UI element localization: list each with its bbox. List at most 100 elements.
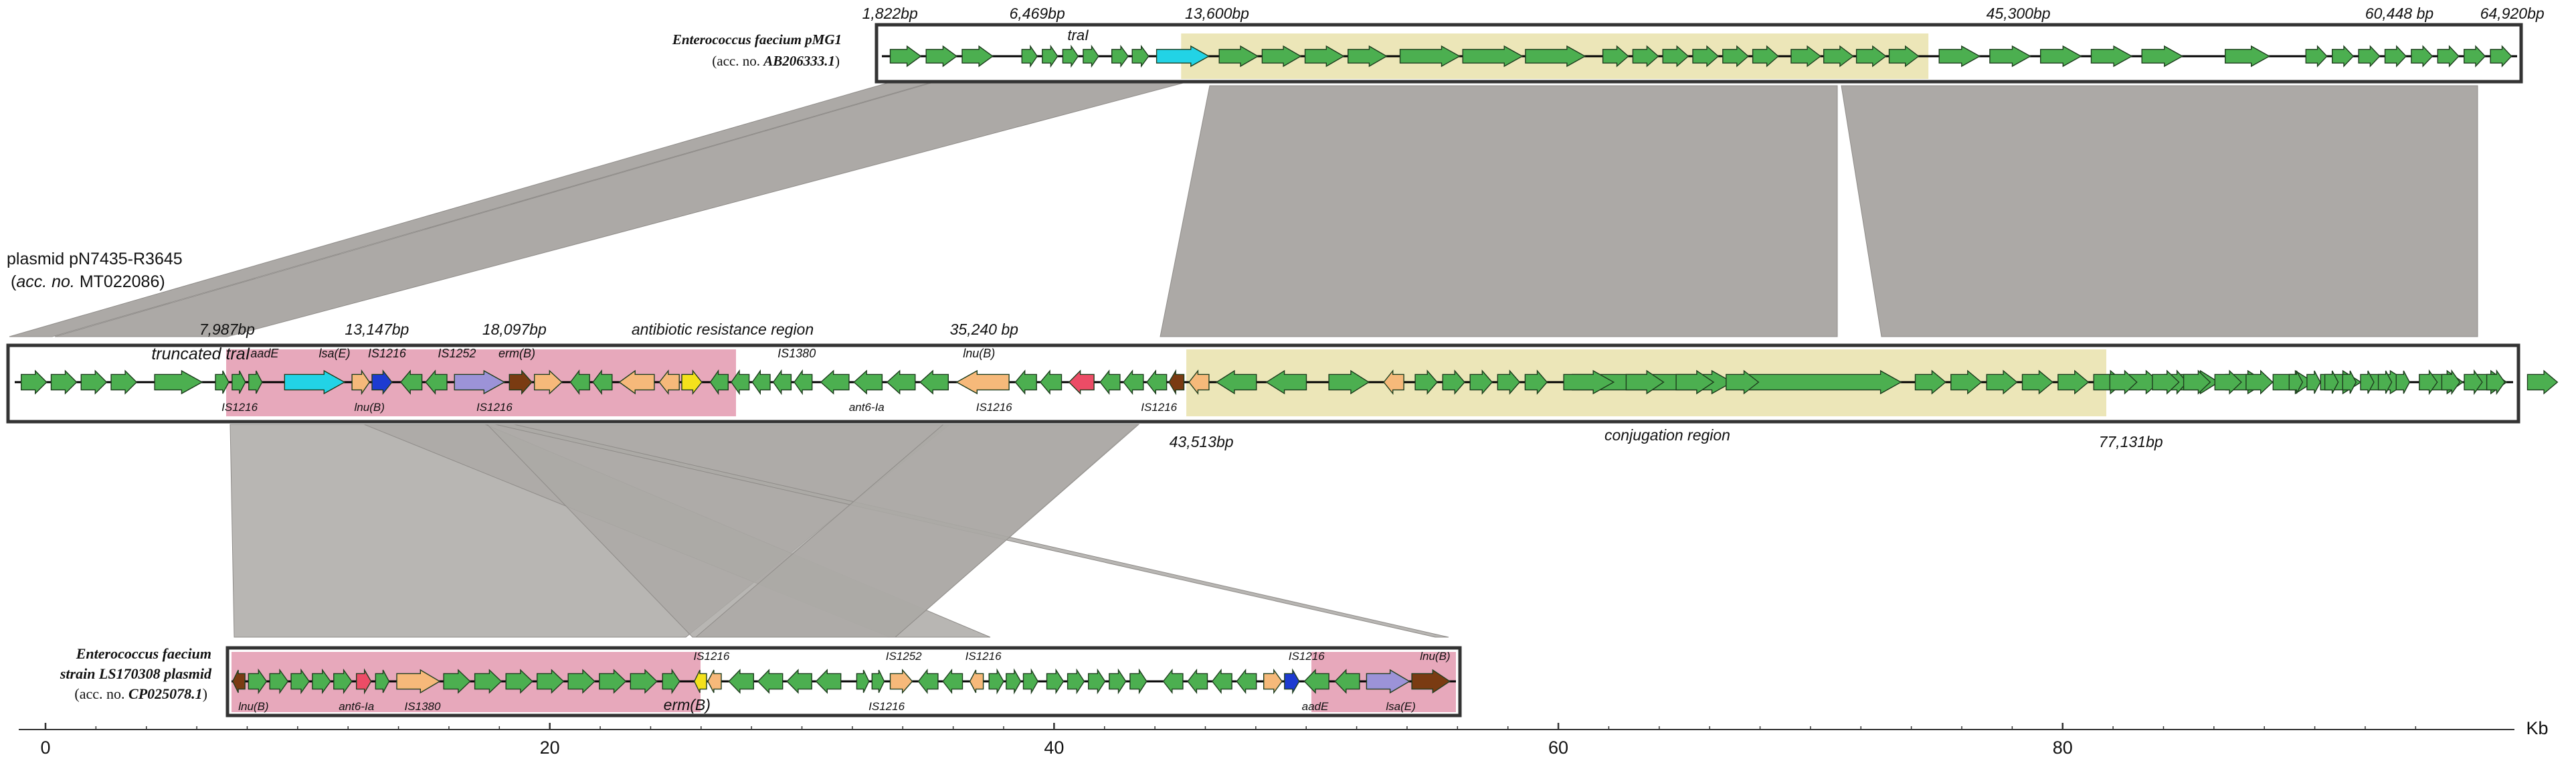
gene-arrow <box>856 669 870 693</box>
gene-arrow <box>1211 668 1232 695</box>
top-coordinate-label: 1,822bp <box>862 5 918 22</box>
mid-gene-label: IS1216 <box>221 401 258 414</box>
aade-arrow <box>1284 668 1300 695</box>
gene-arrow <box>662 668 680 695</box>
gene-arrow <box>1675 369 1715 395</box>
gene-arrow <box>1303 669 1329 694</box>
mid-coordinate-label: 7,987bp <box>199 321 255 338</box>
homology-band <box>1160 85 1838 337</box>
gene-arrow <box>599 669 627 694</box>
gene-arrow <box>1625 369 1665 395</box>
homology-band <box>54 82 1186 337</box>
gene-arrow <box>917 668 939 695</box>
mid-gene-label: IS1216 <box>368 347 407 360</box>
conjugation-region-label: conjugation region <box>1604 426 1730 444</box>
gene-arrow <box>1042 44 1059 68</box>
axis-tick-label: 20 <box>540 738 560 758</box>
gene-arrow <box>312 668 331 695</box>
gene-arrow <box>2331 45 2355 68</box>
gene-arrow <box>290 668 310 695</box>
resistance-region-label: antibiotic resistance region <box>632 321 814 338</box>
mid-gene-label: IS1216 <box>976 401 1012 414</box>
gene-arrow <box>2437 45 2460 68</box>
gene-arrow <box>248 370 263 394</box>
gene-arrow <box>728 669 755 694</box>
erm-b-arrow <box>681 369 703 396</box>
gene-arrow <box>474 669 502 694</box>
plasmid-mid-frame <box>6 343 2520 424</box>
gene-arrow <box>1662 45 1689 68</box>
bot-gene-label: IS1216 <box>1289 650 1325 663</box>
gene-arrow <box>2245 369 2274 395</box>
gene-arrow <box>1986 369 2018 395</box>
gene-arrow <box>2109 369 2138 395</box>
gene-arrow <box>1215 369 1257 395</box>
gene-arrow <box>1304 45 1345 68</box>
gene-arrow <box>1006 668 1022 695</box>
gene-arrow <box>1497 369 1521 395</box>
bot-gene-label: IS1216 <box>965 650 1002 663</box>
gene-arrow <box>1722 45 1749 68</box>
is1216-arrow <box>658 369 680 396</box>
gene-arrow <box>786 669 812 694</box>
gene-arrow <box>1039 369 1063 395</box>
gene-arrow <box>537 669 565 694</box>
gene-arrow <box>375 669 390 693</box>
gene-arrow <box>2463 45 2486 68</box>
gene-arrow <box>154 369 203 395</box>
gene-arrow <box>1109 668 1127 695</box>
gene-arrow <box>772 369 792 396</box>
axis-unit: Kb <box>2526 718 2548 738</box>
gene-arrow <box>1087 668 1106 695</box>
gene-arrow <box>2384 45 2407 68</box>
gene-arrow <box>1067 668 1085 695</box>
truncated-trai-label: truncated traI <box>151 345 250 363</box>
bot-gene-label: IS1380 <box>405 700 441 713</box>
trai-gene-arrow <box>1156 45 1210 68</box>
gene-arrow <box>961 45 994 68</box>
gene-arrow <box>2152 369 2180 395</box>
gene-arrow <box>2324 370 2339 394</box>
gene-arrow <box>1162 668 1184 695</box>
gene-arrow <box>2224 45 2271 68</box>
mid-gene-label: lnu(B) <box>355 401 385 414</box>
erm-b-arrow <box>693 669 707 693</box>
homology-band <box>9 82 932 337</box>
homology-links <box>9 82 2478 638</box>
gene-arrow <box>820 369 850 395</box>
plasmid-top-name: Enterococcus faecium pMG1 <box>672 31 842 48</box>
gene-arrow <box>2526 369 2559 395</box>
bot-gene-label: IS1216 <box>693 650 729 663</box>
homology-band <box>1841 85 2478 337</box>
gene-arrow <box>1146 369 1168 396</box>
gene-arrow <box>2411 45 2433 68</box>
top-coordinate-label: 64,920bp <box>2480 5 2545 22</box>
gene-arrow <box>2395 370 2411 394</box>
mid-coordinate-label: 13,147bp <box>345 321 409 338</box>
gene-arrow <box>1563 369 1615 395</box>
is1216-arrow <box>534 369 563 395</box>
gene-arrow <box>2419 369 2438 396</box>
gene-arrow <box>592 369 613 396</box>
gene-arrow <box>1123 369 1144 396</box>
gene-arrow <box>1790 45 1822 68</box>
gene-arrow <box>988 668 1004 695</box>
gene-arrow <box>1524 369 1548 395</box>
gene-arrow <box>1021 44 1038 68</box>
gene-arrow <box>889 45 922 68</box>
gene-arrow <box>1334 669 1360 694</box>
top-coordinate-label: 13,600bp <box>1185 5 1249 22</box>
gene-arrow <box>2039 45 2082 68</box>
plasmid-top-accession: (acc. no. AB206333.1) <box>712 53 840 69</box>
gene-arrow <box>1938 45 1981 68</box>
gene-arrow <box>567 669 595 694</box>
gene-arrow <box>886 369 916 395</box>
ant6-ia-arrow <box>1068 369 1095 395</box>
is1252-arrow <box>618 369 655 395</box>
mid-gene-label: IS1252 <box>438 347 476 360</box>
lsa-e-arrow <box>1366 669 1410 694</box>
bot-gene-label: erm(B) <box>664 696 711 713</box>
gene-arrow <box>2490 45 2512 68</box>
gene-arrow <box>2057 369 2090 395</box>
